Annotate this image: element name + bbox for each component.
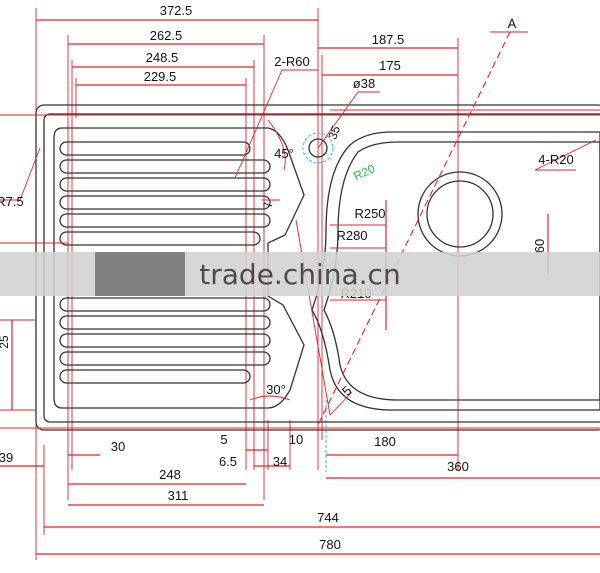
dim-780: 780 xyxy=(319,537,341,552)
dim-744: 744 xyxy=(317,510,339,525)
callout-35: 35 xyxy=(325,124,343,142)
section-label-a: A xyxy=(508,16,517,31)
drain-inner xyxy=(426,180,494,248)
top-dimension-labels: 372.5 262.5 248.5 229.5 187.5 175 xyxy=(144,3,405,84)
dim-175: 175 xyxy=(379,58,401,73)
tap-hole xyxy=(308,138,328,158)
top-dimension-lines xyxy=(36,19,458,86)
dim-248-5: 248.5 xyxy=(146,50,179,65)
dim-30: 30 xyxy=(111,439,125,454)
drainboard-grooves-bottom xyxy=(59,297,271,384)
dim-311: 311 xyxy=(168,488,189,503)
dim-34: 34 xyxy=(273,454,287,469)
callout-60: 60 xyxy=(532,239,547,253)
bottom-dimension-labels: 39 30 5 6.5 34 10 180 360 248 311 744 78… xyxy=(0,432,469,552)
callout-r280: R280 xyxy=(336,228,367,243)
callout-7: 7 xyxy=(261,201,275,208)
callout-r20-inner: R20 xyxy=(351,161,377,183)
callout-25: 25 xyxy=(0,335,11,349)
dim-39: 39 xyxy=(0,450,13,465)
drain-outer xyxy=(417,171,503,257)
callout-2-r60: 2-R60 xyxy=(274,54,309,69)
callout-45-deg: 45° xyxy=(274,146,294,161)
callout-30-deg: 30° xyxy=(266,382,286,397)
watermark-text: trade.china.cn xyxy=(199,258,400,291)
dim-229-5: 229.5 xyxy=(144,69,177,84)
leaders xyxy=(0,69,597,416)
drainboard-grooves-top xyxy=(59,141,271,246)
dim-10: 10 xyxy=(289,432,303,447)
callout-r250: R250 xyxy=(354,206,385,221)
tap-hole-marker xyxy=(302,132,334,164)
watermark: trade.china.cn xyxy=(0,252,600,296)
drainboard xyxy=(53,127,305,409)
callout-5-diag: 5 xyxy=(339,383,355,399)
dim-187-5: 187.5 xyxy=(372,32,405,47)
bottom-dimension-lines xyxy=(0,449,600,555)
callout-dia-38: ø38 xyxy=(353,76,375,91)
section-line-a xyxy=(317,31,528,426)
dim-360: 360 xyxy=(447,459,469,474)
dim-248: 248 xyxy=(159,467,181,482)
callout-r7-5: R7.5 xyxy=(0,194,24,209)
dim-262-5: 262.5 xyxy=(150,28,183,43)
drainboard-border xyxy=(53,127,305,409)
dim-372-5: 372.5 xyxy=(160,3,193,18)
dim-6-5: 6.5 xyxy=(219,454,237,469)
callout-labels: A 2-R60 ø38 35 4-R20 R20 R250 R280 R210 … xyxy=(0,16,574,399)
callout-4-r20: 4-R20 xyxy=(538,152,573,167)
dim-5: 5 xyxy=(220,432,227,447)
dim-180: 180 xyxy=(374,434,396,449)
